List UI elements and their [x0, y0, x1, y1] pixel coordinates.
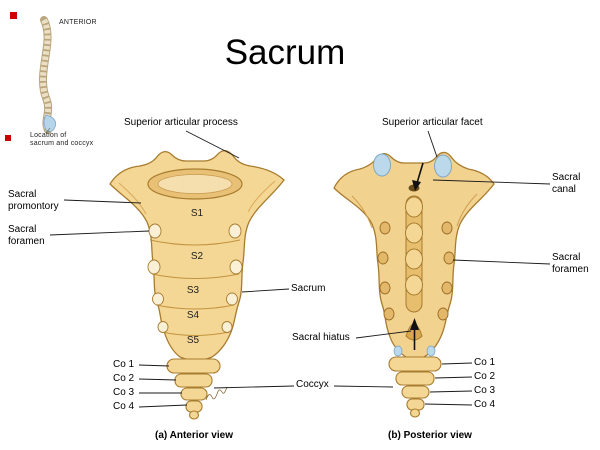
coccyx-posterior — [388, 356, 442, 418]
segment-label-s5: S5 — [186, 335, 200, 346]
inset-anterior-label: ANTERIOR — [59, 19, 97, 26]
superior-articular-facet-left — [373, 153, 391, 177]
segment-label-s2: S2 — [190, 251, 204, 262]
label-sacral-foramen-anterior: Sacral foramen — [8, 224, 45, 247]
leader-co1-anterior — [138, 364, 170, 367]
artist-signature-squiggle — [205, 386, 228, 401]
leader-co4-posterior — [424, 403, 473, 406]
s1-superior-surface-inner — [157, 174, 233, 194]
leader-co4-anterior — [138, 404, 188, 408]
arrows — [410, 162, 424, 350]
label-co3-posterior: Co 3 — [474, 385, 496, 396]
leader-co2-anterior — [138, 378, 177, 381]
inset-caption-line2: sacrum and coccyx — [30, 140, 94, 147]
leader-sacral-foramen-anterior — [49, 230, 150, 236]
segment-label-s4: S4 — [186, 310, 200, 321]
spine-inset-drawing — [39, 16, 56, 134]
label-co2-anterior: Co 2 — [113, 373, 135, 384]
sacral-canal-arrow-shaft — [416, 162, 424, 184]
label-co3-anterior: Co 3 — [113, 387, 135, 398]
page-title: Sacrum — [224, 33, 346, 72]
leader-co1-posterior — [441, 362, 473, 365]
sacral-hiatus-arrow-head — [410, 318, 419, 330]
anterior-sacrum-drawing — [109, 150, 285, 420]
leader-sacral-foramen-posterior — [452, 259, 551, 265]
leader-sacral-hiatus — [355, 330, 412, 339]
sacral-canal-arrow-head — [412, 180, 421, 191]
label-sacral-hiatus: Sacral hiatus — [292, 332, 350, 343]
posterior-sacrum-drawing — [333, 151, 495, 418]
label-co2-posterior: Co 2 — [474, 371, 496, 382]
label-superior-articular-process: Superior articular process — [124, 117, 238, 128]
lateral-crest-shading — [351, 193, 478, 229]
segment-label-s1: S1 — [190, 208, 204, 219]
label-coccyx: Coccyx — [296, 379, 329, 390]
leader-co2-posterior — [434, 376, 473, 379]
label-sacrum: Sacrum — [291, 283, 326, 294]
leader-coccyx-right — [333, 385, 394, 388]
sacral-foramina-anterior — [147, 223, 243, 333]
ala-shading — [118, 180, 276, 215]
inset-caption-line1: Location of — [30, 132, 67, 139]
caption-anterior-view: (a) Anterior view — [155, 430, 233, 441]
label-co4-posterior: Co 4 — [474, 399, 496, 410]
sacral-cornu-right — [426, 345, 436, 357]
label-sacral-promontory: Sacral promontory — [8, 189, 59, 212]
coccyx-anterior — [166, 358, 221, 420]
label-sacral-canal: Sacral canal — [552, 172, 581, 195]
label-co1-posterior: Co 1 — [474, 357, 496, 368]
red-bullet-caption — [5, 135, 11, 141]
leader-coccyx-left — [213, 385, 295, 389]
leader-sacral-canal — [432, 179, 551, 185]
leader-superior-articular-facet — [427, 130, 438, 158]
label-co4-anterior: Co 4 — [113, 401, 135, 412]
leader-co3-posterior — [429, 390, 473, 393]
caption-posterior-view: (b) Posterior view — [388, 430, 472, 441]
label-superior-articular-facet: Superior articular facet — [382, 117, 483, 128]
segment-label-s3: S3 — [186, 285, 200, 296]
sacral-foramina-posterior — [377, 221, 455, 321]
superior-articular-facet-right — [434, 154, 452, 178]
sacral-cornu-left — [393, 345, 403, 357]
label-co1-anterior: Co 1 — [113, 359, 135, 370]
red-bullet-top-left — [10, 12, 17, 19]
inset-leader-line — [45, 127, 51, 134]
leader-sacrum — [241, 288, 290, 293]
sacrum-location-highlight — [43, 114, 56, 132]
leader-superior-articular-process — [185, 130, 240, 159]
median-crest-tubercles — [405, 196, 423, 296]
leader-sacral-promontory — [63, 199, 142, 204]
transverse-ridges — [149, 239, 241, 336]
leader-lines — [49, 130, 551, 408]
label-sacral-foramen-posterior: Sacral foramen — [552, 252, 589, 275]
